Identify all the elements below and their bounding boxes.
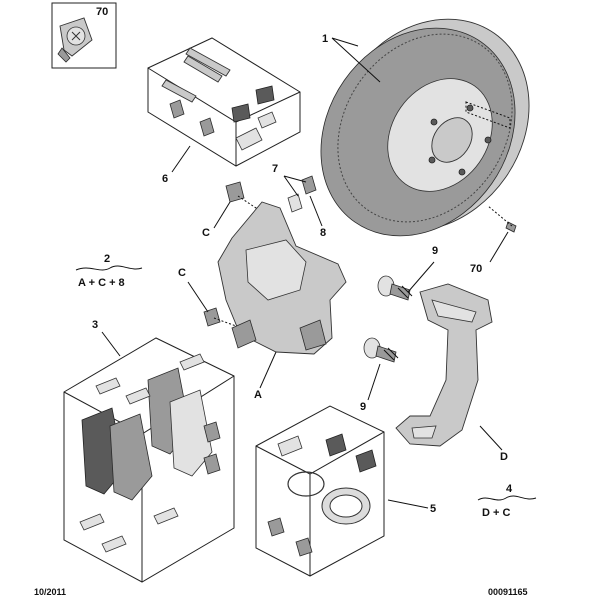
ref-6-leader (171, 145, 191, 173)
ref-c-upper-label: C (202, 227, 210, 239)
brake-disc (320, 18, 530, 237)
ref-2-brace (75, 265, 143, 271)
ref-70-box-label: 70 (96, 6, 108, 18)
caliper-body (217, 201, 347, 355)
ref-3-label: 3 (92, 319, 98, 331)
ref-6-label: 6 (162, 173, 168, 185)
ref-5-leader (387, 499, 429, 509)
ref-1-leader (331, 37, 381, 83)
screw-70-icon (57, 17, 93, 63)
bleed-screw-icon (287, 175, 317, 213)
ref-9-lower-leader (367, 363, 381, 401)
ref-9-upper-label: 9 (432, 245, 438, 257)
ref-4-brace (477, 495, 537, 501)
piston-seal-kit-box (255, 405, 385, 577)
ref-d-label: D (500, 451, 508, 463)
ref-9-upper-leader (407, 261, 435, 293)
caliper-bolt-upper-icon (225, 181, 263, 213)
footer-date: 10/2011 (34, 587, 66, 597)
caliper-bolt-lower-icon (203, 307, 237, 327)
guide-pin-kit-box (147, 37, 301, 167)
brake-pad-kit-box (63, 337, 235, 583)
ref-70-side-leader (489, 231, 509, 263)
carrier-bolt-lower-icon (363, 337, 399, 363)
footer-code: 00091165 (488, 587, 528, 597)
ref-c-lower-label: C (178, 267, 186, 279)
carrier-bolt-upper-icon (377, 275, 413, 301)
ref-8-leader (309, 195, 323, 227)
ref-c-upper-leader (213, 201, 231, 229)
screw-inset-box: 70 (51, 2, 117, 69)
ref-c-lower-leader (187, 281, 209, 313)
ref-4-sub-label: D + C (482, 507, 510, 519)
disc-screw-icon (487, 205, 517, 233)
ref-3-leader (101, 331, 121, 357)
ref-7-leader (283, 175, 307, 197)
ref-4-label: 4 (506, 483, 513, 495)
ref-d-leader (479, 425, 503, 451)
ref-a-label: A (254, 389, 262, 401)
caliper-carrier-bracket (395, 283, 493, 447)
ref-5-label: 5 (430, 503, 436, 515)
ref-70-side-label: 70 (470, 263, 482, 275)
ref-7-label: 7 (272, 163, 278, 175)
ref-9-lower-label: 9 (360, 401, 366, 413)
ref-2-label: 2 (104, 253, 110, 265)
ref-8-label: 8 (320, 227, 326, 239)
ref-a-leader (259, 351, 277, 389)
ref-1-label: 1 (322, 33, 328, 45)
ref-2-sub-label: A + C + 8 (78, 277, 125, 289)
